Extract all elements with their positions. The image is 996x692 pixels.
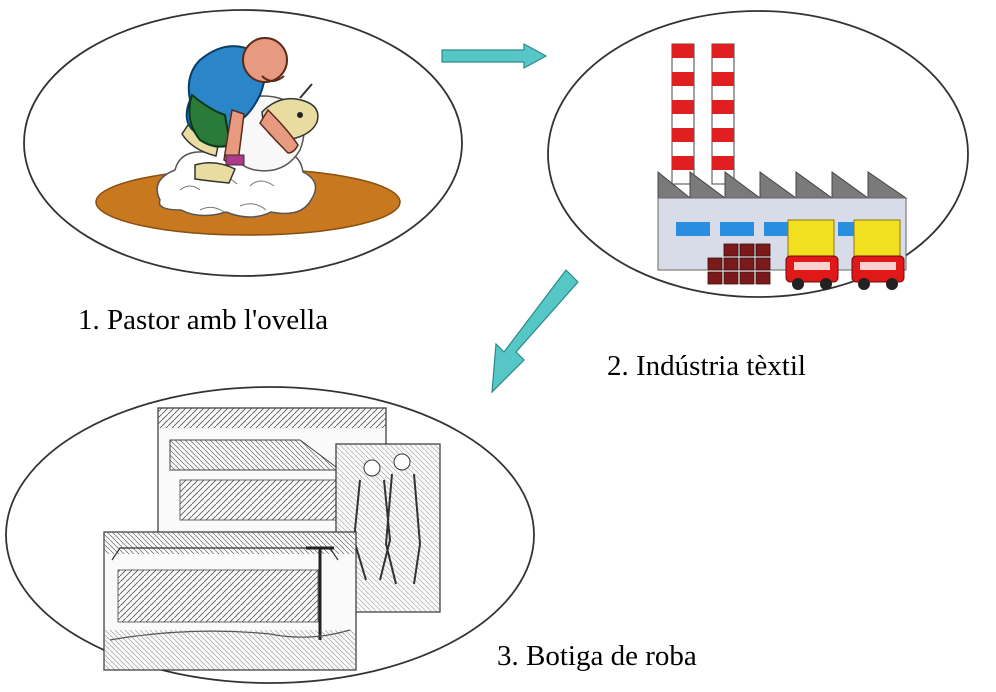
crates (707, 243, 771, 285)
arrow-1-to-2 (441, 42, 548, 70)
shepherd-trousers (188, 93, 232, 148)
step-1-label: 1. Pastor amb l'ovella (78, 304, 329, 336)
chimney (671, 43, 695, 185)
arrow-2-to-3 (491, 269, 579, 394)
step-3-node (5, 386, 535, 684)
step-2-node (547, 10, 969, 298)
factory-window (838, 222, 858, 236)
shears (225, 154, 245, 166)
truck (785, 219, 839, 290)
shepherd-illustration (95, 37, 401, 236)
truck (851, 219, 905, 290)
shepherd-head (242, 37, 288, 83)
factory-window (676, 222, 710, 236)
shop-illustration (103, 407, 441, 671)
step-3-label: 3. Botiga de roba (497, 640, 697, 672)
shepherd-arm (259, 108, 299, 154)
sheep-leg (194, 162, 236, 184)
step-2-label: 2. Indústria tèxtil (607, 350, 806, 382)
factory-illustration (657, 43, 908, 290)
factory-window (720, 222, 754, 236)
factory-roof (657, 170, 908, 200)
step-1-node (23, 9, 463, 277)
chimney (711, 43, 735, 185)
